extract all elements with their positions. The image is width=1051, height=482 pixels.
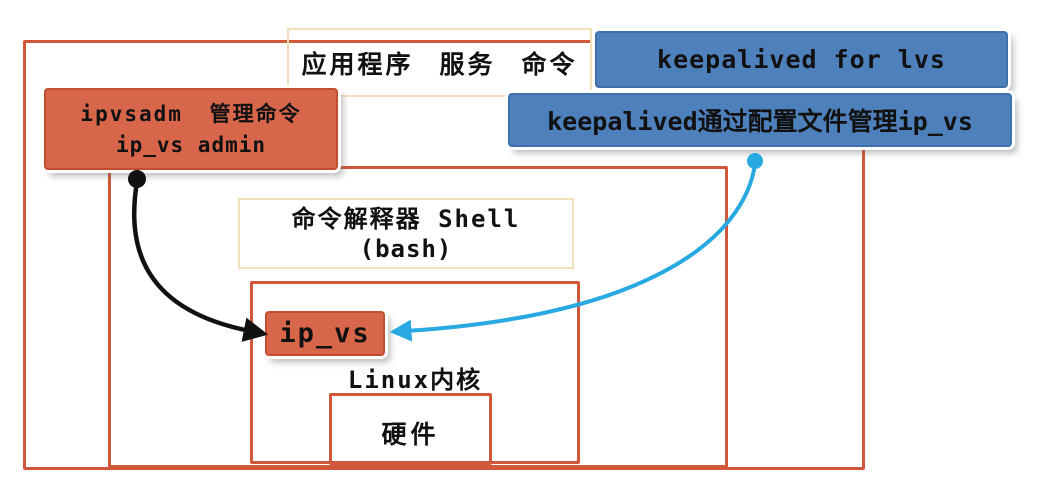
keepalived-note-node: keepalived通过配置文件管理ip_vs <box>508 93 1012 147</box>
shell-bash-label: (bash) <box>359 234 453 263</box>
hardware-label: 硬件 <box>381 420 440 449</box>
hardware-box <box>329 393 492 465</box>
application-layer-box: 应用程序 服务 命令 <box>287 28 592 97</box>
application-layer-label: 应用程序 服务 命令 <box>301 49 578 79</box>
outer-boundary-box <box>23 40 865 470</box>
ipvsadm-node-line2: ip_vs admin <box>115 133 267 157</box>
ipvsadm-node-line1: ipvsadm 管理命令 <box>80 102 302 126</box>
ip-vs-node-label: ip_vs <box>279 318 371 349</box>
ip-vs-node: ip_vs <box>265 311 385 356</box>
linux-kernel-label: Linux内核 <box>347 366 483 394</box>
shell-layer-box: 命令解释器 Shell (bash) <box>238 198 574 269</box>
ipvsadm-node: ipvsadm 管理命令 ip_vs admin <box>44 88 338 170</box>
shell-layer-label: 命令解释器 Shell <box>291 204 521 233</box>
keepalived-note-label: keepalived通过配置文件管理ip_vs <box>547 107 973 136</box>
keepalived-node-label: keepalived for lvs <box>657 45 946 74</box>
keepalived-node: keepalived for lvs <box>595 31 1008 88</box>
